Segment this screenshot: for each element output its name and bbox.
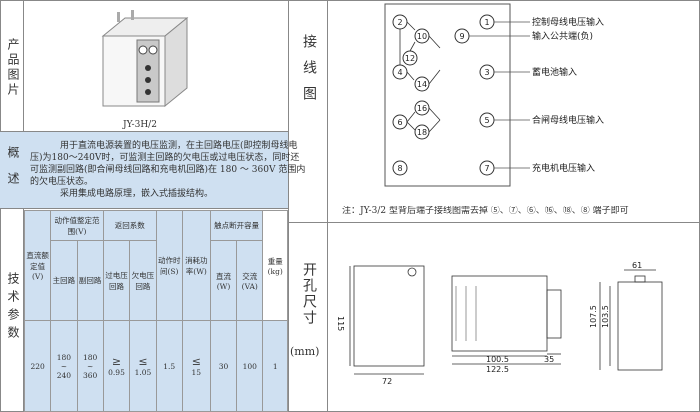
dim-115: 115 [336,316,345,331]
label-charger: 充电机电压输入 [532,162,595,174]
overview-line-2: 压)为180～240V时，可监测主回路的欠电压或过电压状态，同时还 [30,153,300,163]
v-ac: 100 [236,320,264,412]
h-power: 消耗功率(W) [181,210,211,321]
h-dc: 直流(W) [209,240,238,321]
terminal-7-label: 7 [484,164,489,173]
h-return: 返回系数 [102,210,157,241]
dim-100-5: 100.5 [486,355,509,364]
product-model: JY-3H/2 [123,120,157,130]
v-under: ≤1.05 [129,320,157,412]
h-contact: 触点断开容量 [209,210,264,241]
terminal-1-label: 1 [484,18,489,27]
v-dc: 30 [209,320,238,412]
terminal-10-label: 10 [417,32,427,41]
terminal-8-label: 8 [397,164,402,173]
wiring-frame [384,3,511,187]
dim-107-5: 107.5 [589,305,598,328]
v-time: 1.5 [155,320,183,412]
overview-line-4: 的欠电压状态。 [30,177,94,187]
h-time: 动作时间(S) [155,210,183,321]
dim-122-5: 122.5 [486,365,509,374]
product-image-label: 产品图片 [6,38,20,98]
cutout-drawings: 115 72 100.5 122.5 35 61 107.5 103.5 [336,261,663,386]
front-view [353,265,425,367]
h-ac: 交流(VA) [236,240,264,321]
terminal-8 [392,160,408,176]
terminal-2-label: 2 [397,18,402,27]
h-under: 欠电压回路 [129,240,157,321]
h-weight: 重量(kg) [262,210,288,321]
terminal-9-label: 9 [459,32,464,41]
v-main: 180~240 [50,320,78,412]
wiring-label: 接线图 [301,34,317,112]
v-sub: 180~360 [76,320,104,412]
overview-label: 概述 [6,146,20,198]
terminal-4-label: 4 [397,68,402,77]
h-over: 过电压回路 [102,240,131,321]
right-mid-divider [288,222,700,223]
terminal-16-label: 16 [417,104,427,113]
label-control-bus: 控制母线电压输入 [532,16,604,28]
dim-103-5: 103.5 [601,305,610,328]
v-weight: 1 [262,320,288,412]
cutout-unit: (mm) [290,345,320,358]
overview-line-5: 采用集成电路原理，嵌入式插拔结构。 [60,189,214,199]
v-rated: 220 [23,320,52,412]
h-main: 主回路 [50,240,78,321]
h-range: 动作值整定范围(V) [50,210,104,241]
label-common-neg: 输入公共端(负) [532,30,593,42]
cutout-view [617,281,663,371]
dim-35: 35 [544,355,554,364]
right-label-divider [327,0,328,412]
product-photo [101,10,189,108]
center-divider [288,0,289,412]
dim-72: 72 [382,377,392,386]
dim-61: 61 [632,261,642,270]
terminal-18-label: 18 [417,128,427,137]
label-close-bus: 合闸母线电压输入 [532,114,604,126]
h-sub: 副回路 [76,240,104,321]
overview-line-3: 可监测副回路(即合闸母线回路和充电机回路)在 180 ～ 360V 范围内 [30,165,306,175]
cutout-label: 开孔尺寸 [301,262,317,326]
wiring-note: 注：JY-3/2 型背后端子接线图需去掉 ⑤、⑦、⑥、⑯、⑱、⑧ 端子即可 [342,206,629,216]
h-rated: 直流额定值(V) [23,210,52,321]
spec-table: 直流额定值(V) 动作值整定范围(V) 返回系数 动作时间(S) 消耗功率(W)… [23,210,288,412]
label-battery: 蓄电池输入 [532,66,577,78]
terminal-14-label: 14 [417,80,427,89]
v-power: ≤15 [181,320,211,412]
overview-line-1: 用于直流电源装置的电压监测，在主回路电压(即控制母线电 [60,141,298,151]
terminal-12-label: 12 [405,54,415,63]
v-over: ≥0.95 [102,320,131,412]
terminal-3-label: 3 [484,68,489,77]
terminal-5-label: 5 [484,116,489,125]
terminal-6-label: 6 [397,118,402,127]
overview-band [0,131,288,209]
wiring-diagram: 2 10 12 4 14 6 16 18 8 1 9 3 5 7 控制母线电压输… [384,3,604,187]
tech-params-label: 技术参数 [6,272,20,344]
